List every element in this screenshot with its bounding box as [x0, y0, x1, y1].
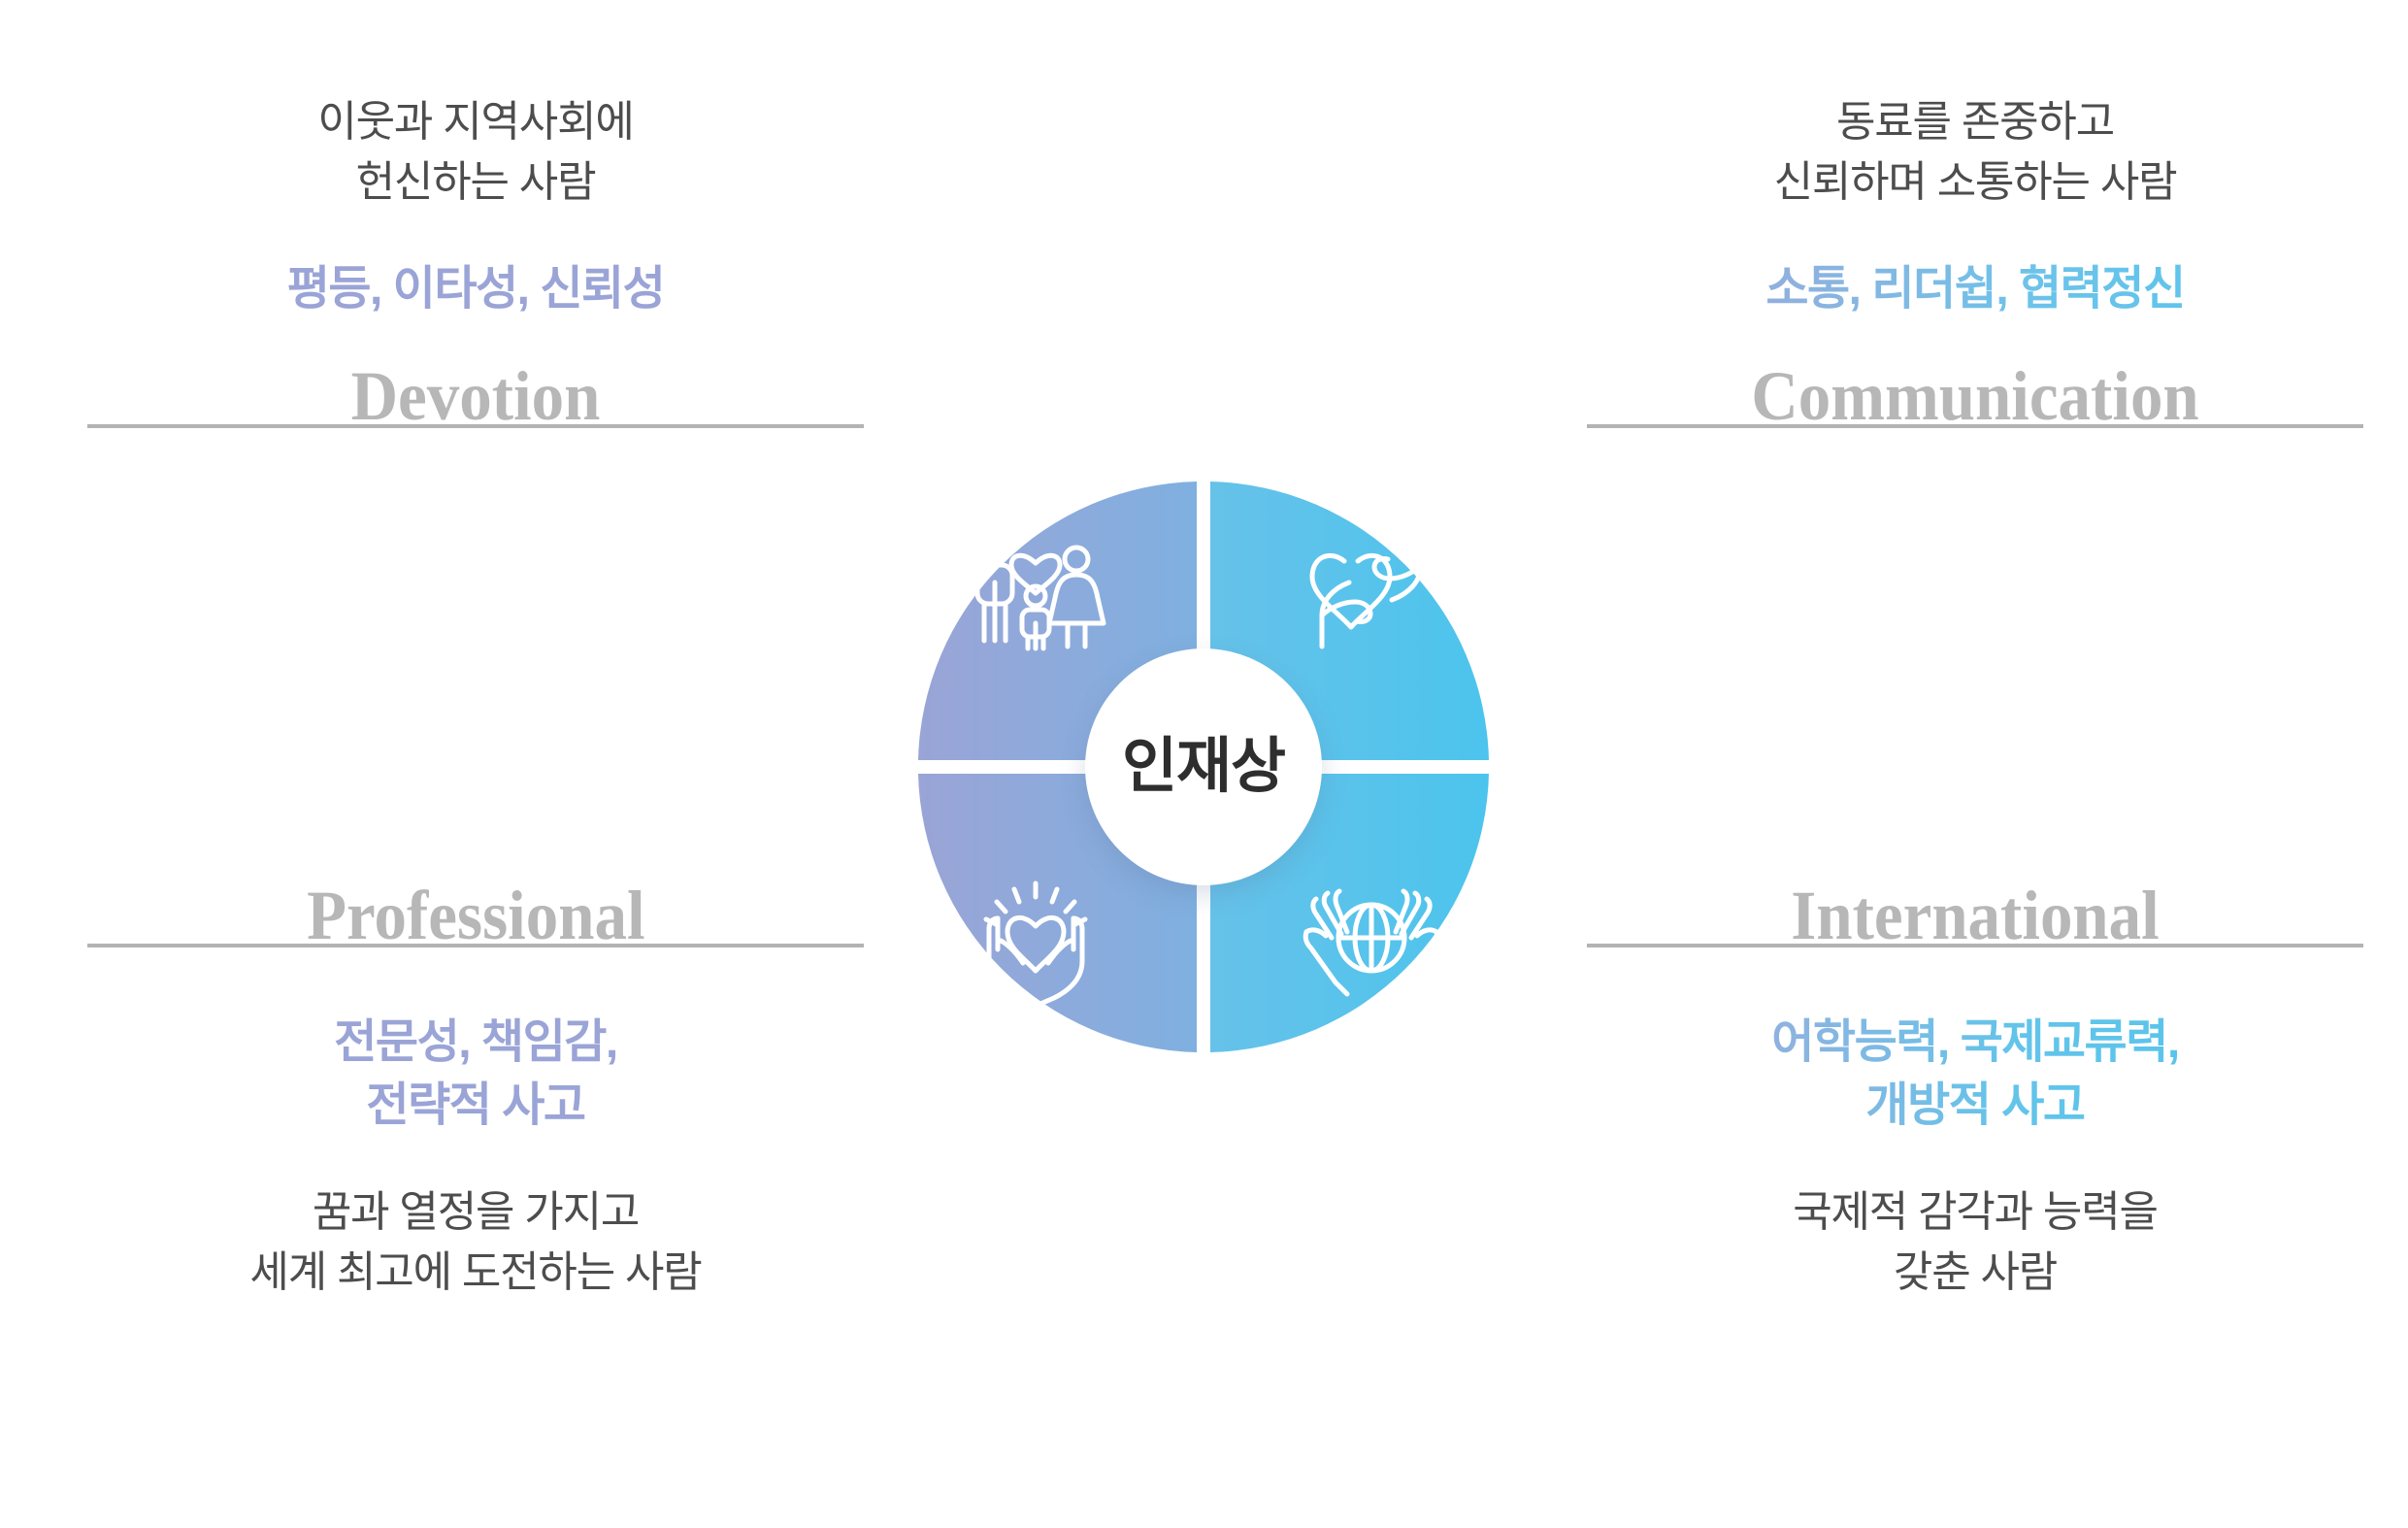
divider-rule [87, 423, 864, 428]
center-hub: 인재상 [1085, 648, 1322, 885]
devotion-english-row: Devotion [87, 354, 864, 438]
quadrant-devotion: 이웃과 지역사회에 헌신하는 사람 평등, 이타성, 신뢰성 Devotion [87, 92, 864, 438]
divider-rule [1587, 944, 2363, 947]
quadrant-professional: Professional 전문성, 책임감, 전략적 사고 꿈과 열정을 가지고… [87, 874, 864, 1304]
divider-rule [1587, 423, 2363, 428]
professional-english-label: Professional [306, 877, 645, 954]
international-english-label: International [1791, 877, 2160, 954]
communication-english-label: Communication [1751, 356, 2199, 435]
devotion-english-label: Devotion [350, 356, 601, 435]
international-description: 국제적 감각과 능력을 갖춘 사람 [1793, 1187, 2159, 1297]
divider-rule [87, 944, 864, 947]
family-heart-icon [963, 522, 1108, 654]
hands-heart-icon [963, 878, 1108, 1010]
communication-description: 동료를 존중하고 신뢰하며 소통하는 사람 [1773, 98, 2178, 207]
quadrant-communication: 동료를 존중하고 신뢰하며 소통하는 사람 소통, 리더쉽, 협력정신 Comm… [1587, 92, 2363, 438]
hands-globe-icon [1299, 878, 1444, 1010]
communication-english-row: Communication [1587, 354, 2363, 438]
professional-english-row: Professional [87, 874, 864, 957]
international-english-row: International [1587, 874, 2363, 957]
international-keywords: 어학능력, 국제교류력, 개방적 사고 [1587, 1012, 2363, 1138]
professional-keywords: 전문성, 책임감, 전략적 사고 [334, 1016, 618, 1131]
handshake-heart-icon [1299, 522, 1444, 654]
quadrant-international: International 어학능력, 국제교류력, 개방적 사고 국제적 감각… [1587, 874, 2363, 1304]
communication-keywords: 소통, 리더쉽, 협력정신 [1587, 258, 2363, 321]
devotion-description: 이웃과 지역사회에 헌신하는 사람 [317, 98, 634, 207]
center-label: 인재상 [1121, 733, 1286, 800]
radial-diagram: 인재상 [912, 476, 1495, 1058]
devotion-keywords: 평등, 이타성, 신뢰성 [286, 262, 666, 315]
professional-description: 꿈과 열정을 가지고 세계 최고에 도전하는 사람 [249, 1187, 702, 1297]
